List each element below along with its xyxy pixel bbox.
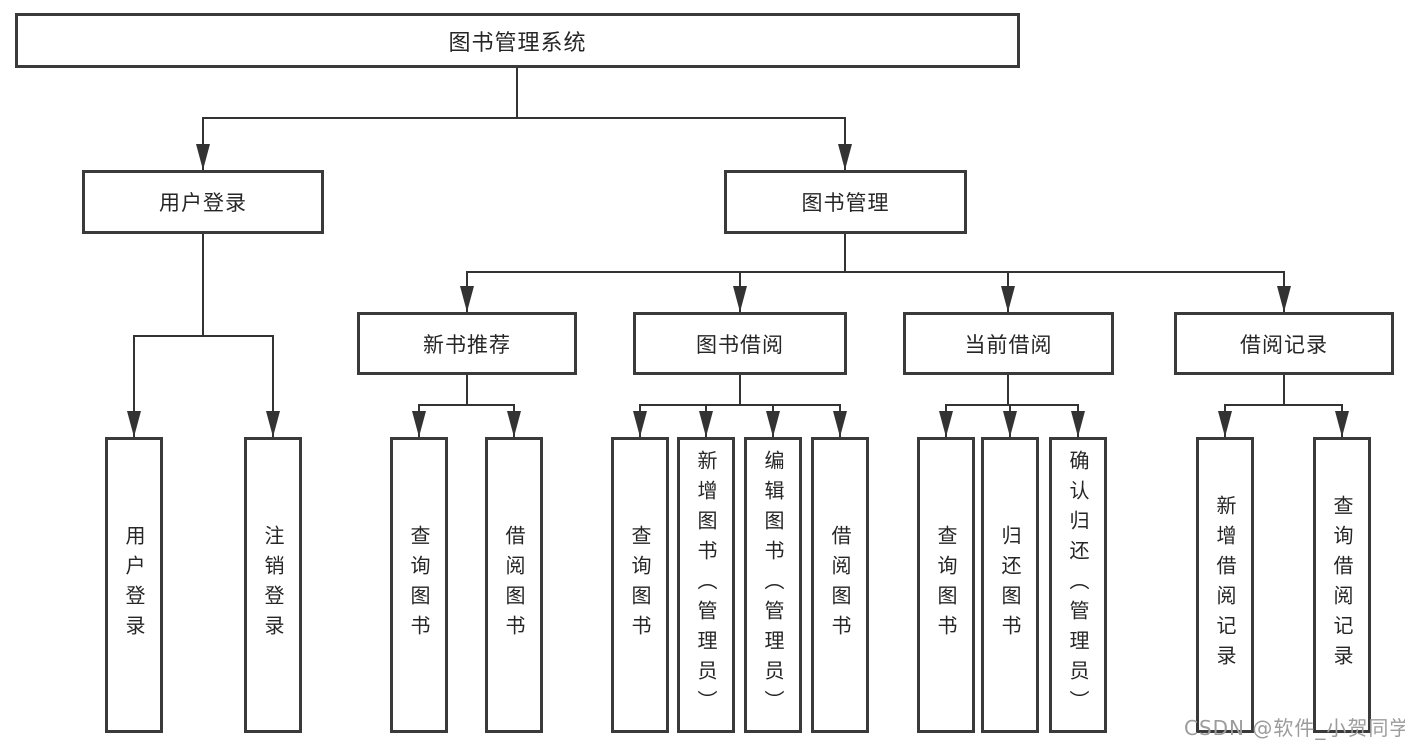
node-return-books: 归还图书: [981, 437, 1039, 733]
arrowhead-down-icon: [733, 286, 747, 312]
node-label: 编辑图书（管理员）: [761, 450, 785, 720]
arrowhead-down-icon: [507, 411, 521, 437]
node-borrow-books-recommend: 借阅图书: [485, 437, 543, 733]
node-label: 图书借阅: [696, 332, 784, 357]
connector-line: [133, 335, 274, 337]
connector-line: [466, 271, 1285, 273]
node-library-management-system: 图书管理系统: [15, 13, 1020, 68]
arrowhead-down-icon: [460, 286, 474, 312]
connector-line: [133, 336, 135, 437]
arrowhead-down-icon: [633, 411, 647, 437]
node-query-books-current: 查询图书: [917, 437, 975, 733]
node-label: 新增图书（管理员）: [694, 450, 718, 720]
node-label: 用户登录: [159, 191, 247, 215]
node-edit-books-admin: 编辑图书（管理员）: [744, 437, 802, 733]
arrowhead-down-icon: [196, 144, 210, 170]
node-borrow-books-borrowing: 借阅图书: [811, 437, 869, 733]
node-new-book-recommend: 新书推荐: [357, 312, 577, 375]
node-label: 借阅图书: [828, 525, 852, 645]
arrowhead-down-icon: [833, 411, 847, 437]
node-label: 新书推荐: [423, 332, 511, 357]
node-label: 用户登录: [122, 525, 146, 645]
csdn-watermark: CSDN @软件_小贺同学: [1184, 716, 1405, 740]
node-label: 注销登录: [261, 525, 285, 645]
node-label: 查询图书: [407, 525, 431, 645]
node-user-login-module: 用户登录: [82, 170, 324, 234]
connector-line: [739, 373, 741, 405]
node-query-books-recommend: 查询图书: [390, 437, 448, 733]
node-query-borrow-record: 查询借阅记录: [1313, 437, 1371, 733]
node-borrowing-records: 借阅记录: [1174, 312, 1394, 375]
arrowhead-down-icon: [1335, 411, 1349, 437]
arrowhead-down-icon: [1003, 411, 1017, 437]
connector-line: [418, 404, 515, 406]
node-label: 当前借阅: [964, 332, 1053, 357]
node-confirm-return-admin: 确认归还（管理员）: [1049, 437, 1107, 733]
arrowhead-down-icon: [1218, 411, 1232, 437]
node-label: 查询图书: [934, 525, 958, 645]
node-add-books-admin: 新增图书（管理员）: [677, 437, 735, 733]
connector-line: [272, 336, 274, 437]
node-label: 归还图书: [998, 525, 1022, 645]
arrowhead-down-icon: [939, 411, 953, 437]
arrowhead-down-icon: [699, 411, 713, 437]
node-label: 新增借阅记录: [1213, 495, 1237, 675]
arrowhead-down-icon: [766, 411, 780, 437]
node-add-borrow-record: 新增借阅记录: [1196, 437, 1254, 733]
connector-line: [1224, 404, 1343, 406]
connector-line: [945, 404, 1079, 406]
node-current-borrowing: 当前借阅: [903, 312, 1114, 375]
arrowhead-down-icon: [412, 411, 426, 437]
arrowhead-down-icon: [1001, 286, 1015, 312]
node-book-management-module: 图书管理: [724, 170, 967, 234]
connector-line: [466, 373, 468, 405]
arrowhead-down-icon: [838, 144, 852, 170]
node-label: 确认归还（管理员）: [1066, 450, 1090, 720]
arrowhead-down-icon: [1071, 411, 1085, 437]
arrowhead-down-icon: [1277, 286, 1291, 312]
node-user-login-action: 用户登录: [105, 437, 163, 733]
connector-line: [844, 234, 846, 272]
node-logout-action: 注销登录: [244, 437, 302, 733]
connector-line: [202, 234, 204, 336]
connector-line: [639, 404, 841, 406]
node-query-books-borrowing: 查询图书: [611, 437, 669, 733]
arrowhead-down-icon: [266, 411, 280, 437]
node-label: 图书管理: [801, 191, 890, 215]
connector-line: [1007, 373, 1009, 405]
connector-line: [1283, 373, 1285, 405]
node-label: 借阅图书: [502, 525, 526, 645]
node-label: 查询借阅记录: [1330, 495, 1354, 675]
arrowhead-down-icon: [127, 411, 141, 437]
node-label: 借阅记录: [1240, 332, 1328, 357]
node-book-borrowing: 图书借阅: [633, 312, 847, 375]
connector-line: [202, 117, 846, 119]
node-label: 查询图书: [628, 525, 652, 645]
connector-line: [516, 68, 518, 118]
node-label: 图书管理系统: [448, 30, 587, 56]
